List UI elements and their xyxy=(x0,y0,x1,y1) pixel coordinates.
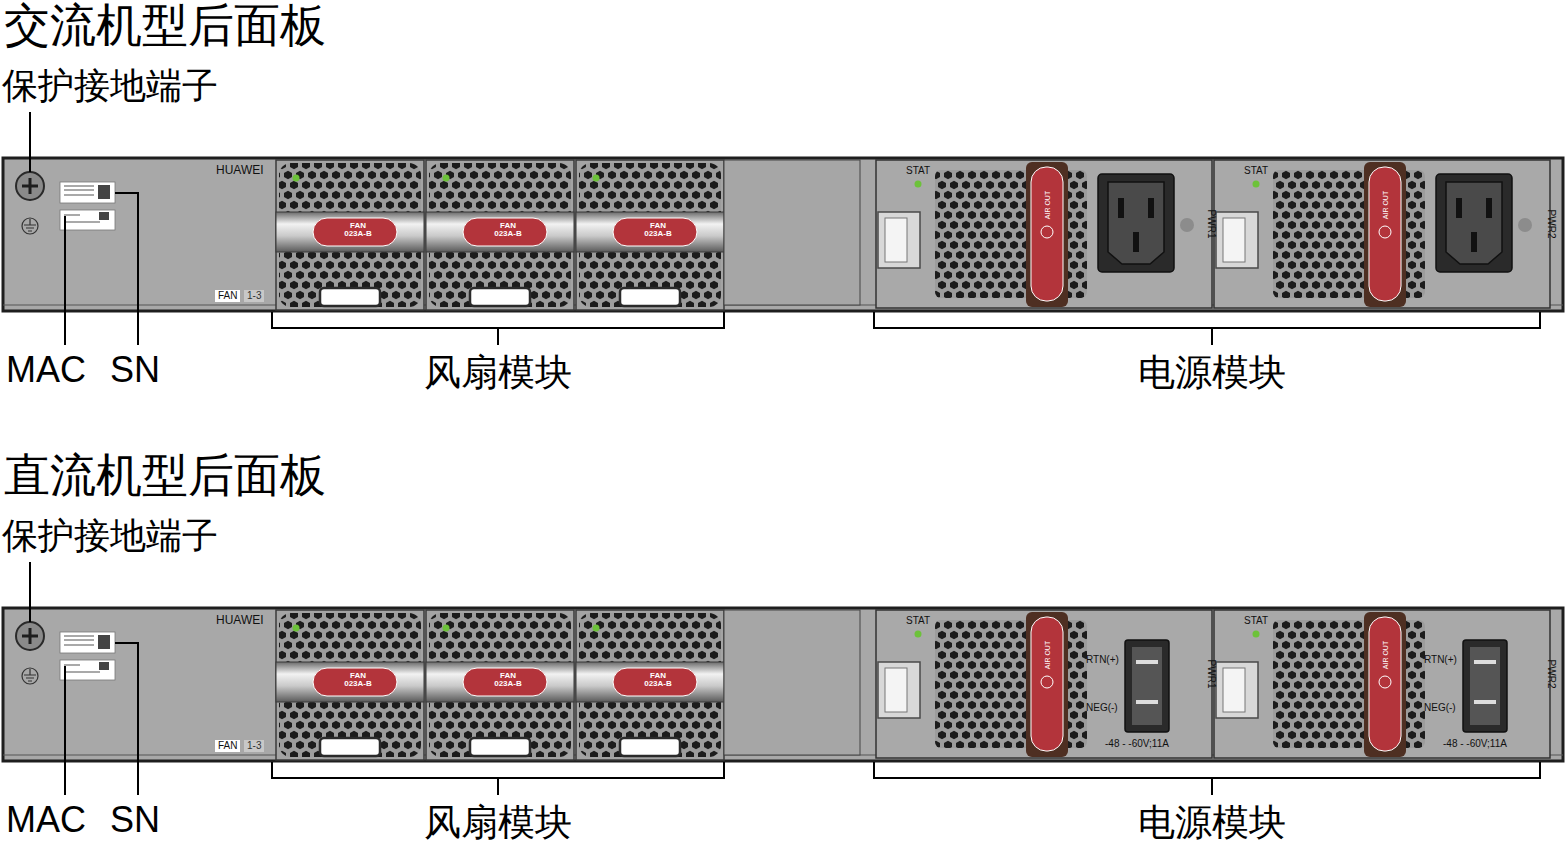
slot-label: PWR1 xyxy=(1206,660,1216,689)
rating-label: -48 - -60V;11A xyxy=(1105,739,1169,749)
fan-model: FAN 023A-B xyxy=(340,672,376,688)
callout-label: MAC xyxy=(6,802,86,838)
terminal-label: RTN(+) xyxy=(1086,655,1119,665)
slot-range: 1-3 xyxy=(244,740,264,752)
fan-model: FAN 023A-B xyxy=(490,672,526,688)
airflow-label: AIR OUT xyxy=(1382,641,1389,669)
airflow-label: AIR OUT xyxy=(1382,191,1389,219)
slot-label: FAN xyxy=(215,740,240,752)
fan-model: FAN 023A-B xyxy=(490,222,526,238)
fan-model: FAN 023A-B xyxy=(640,672,676,688)
status-led-label: STAT xyxy=(906,166,930,176)
fan-model: FAN 023A-B xyxy=(640,222,676,238)
airflow-label: AIR OUT xyxy=(1044,191,1051,219)
callout-label: SN xyxy=(110,352,160,388)
brand-text: HUAWEI xyxy=(216,614,264,626)
terminal-label: NEG(-) xyxy=(1424,703,1456,713)
slot-range: 1-3 xyxy=(244,290,264,302)
panel-title: 交流机型后面板 xyxy=(4,2,326,48)
slot-label: PWR1 xyxy=(1206,210,1216,239)
callout-label: 电源模块 xyxy=(1138,354,1286,391)
slot-label: FAN xyxy=(215,290,240,302)
terminal-label: NEG(-) xyxy=(1086,703,1118,713)
panel-title: 直流机型后面板 xyxy=(4,452,326,498)
status-led-label: STAT xyxy=(1244,166,1268,176)
rating-label: -48 - -60V;11A xyxy=(1443,739,1507,749)
slot-label: PWR2 xyxy=(1546,210,1556,239)
callout-label: 风扇模块 xyxy=(424,804,572,841)
callout-label: 电源模块 xyxy=(1138,804,1286,841)
status-led-label: STAT xyxy=(1244,616,1268,626)
fan-model: FAN 023A-B xyxy=(340,222,376,238)
brand-text: HUAWEI xyxy=(216,164,264,176)
callout-label: SN xyxy=(110,802,160,838)
status-led-label: STAT xyxy=(906,616,930,626)
airflow-label: AIR OUT xyxy=(1044,641,1051,669)
callout-label: 风扇模块 xyxy=(424,354,572,391)
slot-label: PWR2 xyxy=(1546,660,1556,689)
callout-label: 保护接地端子 xyxy=(2,68,218,104)
terminal-label: RTN(+) xyxy=(1424,655,1457,665)
callout-label: 保护接地端子 xyxy=(2,518,218,554)
callout-label: MAC xyxy=(6,352,86,388)
